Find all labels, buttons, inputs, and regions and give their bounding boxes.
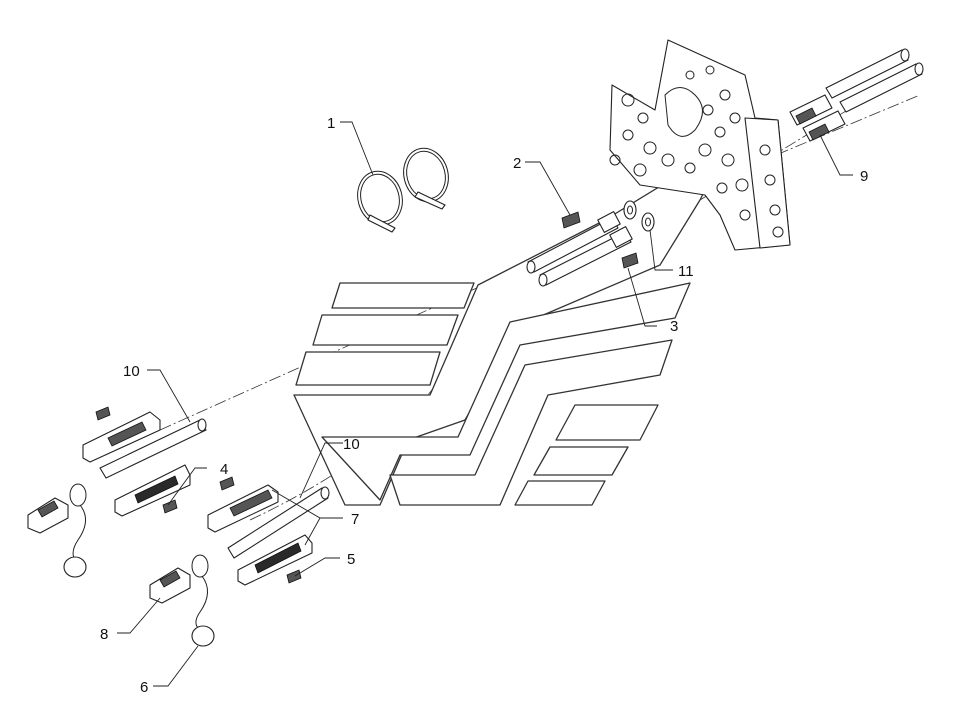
part-upper-right-tubes [825,48,924,113]
callout-1: 1 [327,115,335,132]
decal-stripe-5 [533,446,629,476]
mounting-bracket [609,39,791,251]
decal-stripe-2 [312,314,459,346]
callout-11: 11 [678,263,694,280]
part-cable-ties [357,147,449,233]
part-centre-coupler [149,554,215,647]
decal-graphic [293,159,721,506]
callout-5: 5 [347,551,355,568]
decal-chevron-middle [321,282,691,501]
part-fittings [789,94,846,142]
callout-3: 3 [670,318,678,335]
callout-4: 4 [220,461,228,478]
decal-chevron-inner [389,339,673,506]
callout-10-left: 10 [123,363,140,380]
callout-8: 8 [100,626,108,643]
part-centre-hose-assembly [207,476,330,586]
part-washers [623,200,655,232]
callout-9: 9 [860,168,868,185]
part-left-hose-assembly [82,406,207,517]
decal-stripe-1 [331,282,475,309]
callout-7: 7 [351,511,359,528]
part-hose-clips [561,211,639,269]
decal-stripe-4 [555,404,659,441]
callout-6: 6 [140,679,148,696]
bracket-holes [609,65,784,238]
callout-10-centre: 10 [343,436,360,453]
callout-labels: 1 2 3 11 9 10 10 4 7 5 8 6 [100,115,868,696]
part-upper-hoses [526,211,633,287]
decal-stripe-3 [295,351,441,386]
part-left-coupler [27,483,87,578]
callout-2: 2 [513,155,521,172]
leader-lines [117,121,853,687]
decal-stripe-6 [514,480,606,506]
